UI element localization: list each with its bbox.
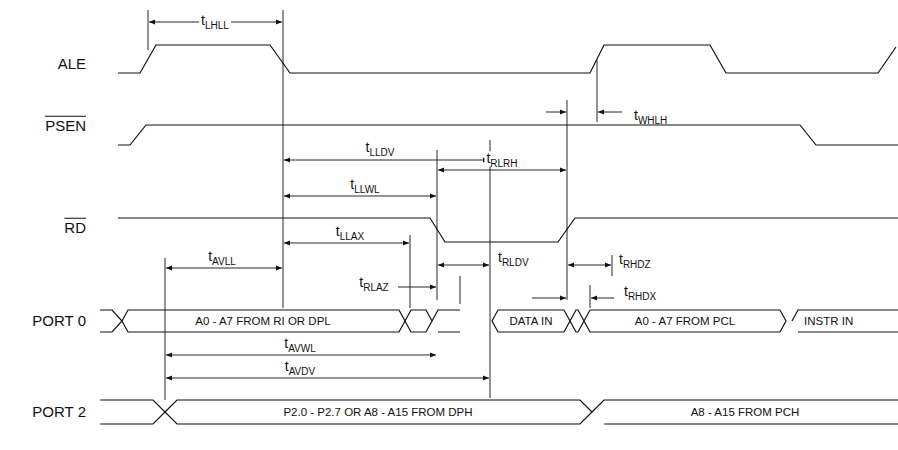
subscript: AVDV — [289, 366, 316, 377]
timing-parameter: tWHLH — [632, 108, 669, 123]
timing-parameter: tLLWL — [348, 177, 381, 192]
timing-parameter: tLLDV — [364, 140, 397, 155]
timing-arrows — [149, 22, 622, 378]
psen-waveform — [118, 125, 898, 145]
subscript: AVWL — [288, 343, 316, 354]
bus-content: A0 - A7 FROM RI OR DPL — [193, 315, 332, 328]
rd-waveform — [118, 218, 898, 242]
bus-content: DATA IN — [507, 315, 554, 328]
timing-parameter: tRHDX — [622, 284, 658, 299]
timing-parameter: tAVLL — [206, 249, 238, 264]
subscript: LHLL — [205, 20, 229, 31]
subscript: RHDZ — [623, 259, 651, 270]
timing-parameter: tAVDV — [283, 359, 317, 374]
subscript: AVLL — [212, 256, 236, 267]
bus-content: P2.0 - P2.7 OR A8 - A15 FROM DPH — [281, 406, 474, 419]
signal-name: PSEN — [45, 118, 86, 135]
port2-bus — [100, 400, 898, 424]
timing-parameter: tRHDZ — [617, 252, 653, 267]
timing-parameter: tLHLL — [199, 13, 231, 28]
port0-bus — [100, 310, 898, 332]
timing-parameter: tLLAX — [334, 224, 366, 239]
subscript: LLWL — [354, 184, 379, 195]
reference-lines — [148, 10, 612, 400]
port-name: PORT 2 — [32, 404, 86, 421]
bus-content: A8 - A15 FROM PCH — [689, 406, 802, 419]
subscript: RHDX — [628, 291, 656, 302]
ale-waveform — [118, 45, 896, 73]
timing-parameter: tRLRH — [484, 151, 519, 166]
subscript: RLAZ — [363, 282, 389, 293]
bus-content: A0 - A7 FROM PCL — [633, 315, 737, 328]
signal-name: RD — [64, 220, 86, 237]
signal-name: ALE — [58, 56, 86, 73]
subscript: RLDV — [502, 257, 529, 268]
timing-parameter: tRLDV — [496, 250, 531, 265]
subscript: RLRH — [490, 158, 517, 169]
subscript: LLDV — [369, 147, 394, 158]
subscript: WHLH — [638, 115, 667, 126]
subscript: LLAX — [340, 231, 364, 242]
port-name: PORT 0 — [32, 313, 86, 330]
bus-content: INSTR IN — [802, 315, 855, 328]
timing-parameter: tRLAZ — [357, 275, 390, 290]
timing-parameter: tAVWL — [282, 336, 318, 351]
